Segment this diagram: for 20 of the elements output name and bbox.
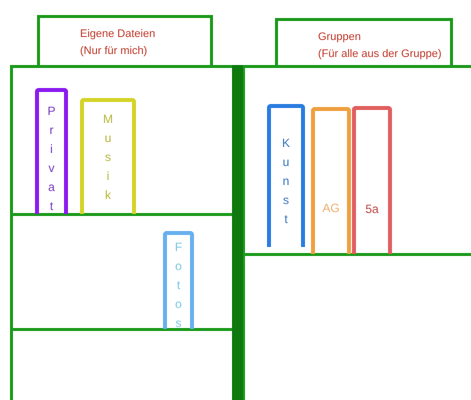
book-spine (35, 88, 68, 214)
book-label: 5a (365, 202, 379, 216)
book-spine (267, 104, 305, 247)
book-label: AG (322, 201, 340, 215)
tab-label: (Für alle aus der Gruppe) (318, 47, 442, 62)
shelf (242, 65, 471, 400)
book-label: Kunst (282, 135, 290, 228)
folder-tab (37, 15, 213, 68)
tab-label: (Nur für mich) (80, 44, 148, 59)
book-label: Fotos (174, 239, 182, 332)
book-label: Privat (47, 103, 56, 215)
book-spine (163, 231, 194, 329)
folder-tab (275, 18, 453, 68)
book-spine (80, 98, 136, 214)
tab-label: Gruppen (318, 30, 361, 45)
book-label: Musik (103, 111, 113, 204)
book-spine (311, 107, 351, 254)
tab-label: Eigene Dateien (80, 27, 156, 42)
book-spine (352, 106, 392, 254)
shelf (10, 65, 235, 400)
